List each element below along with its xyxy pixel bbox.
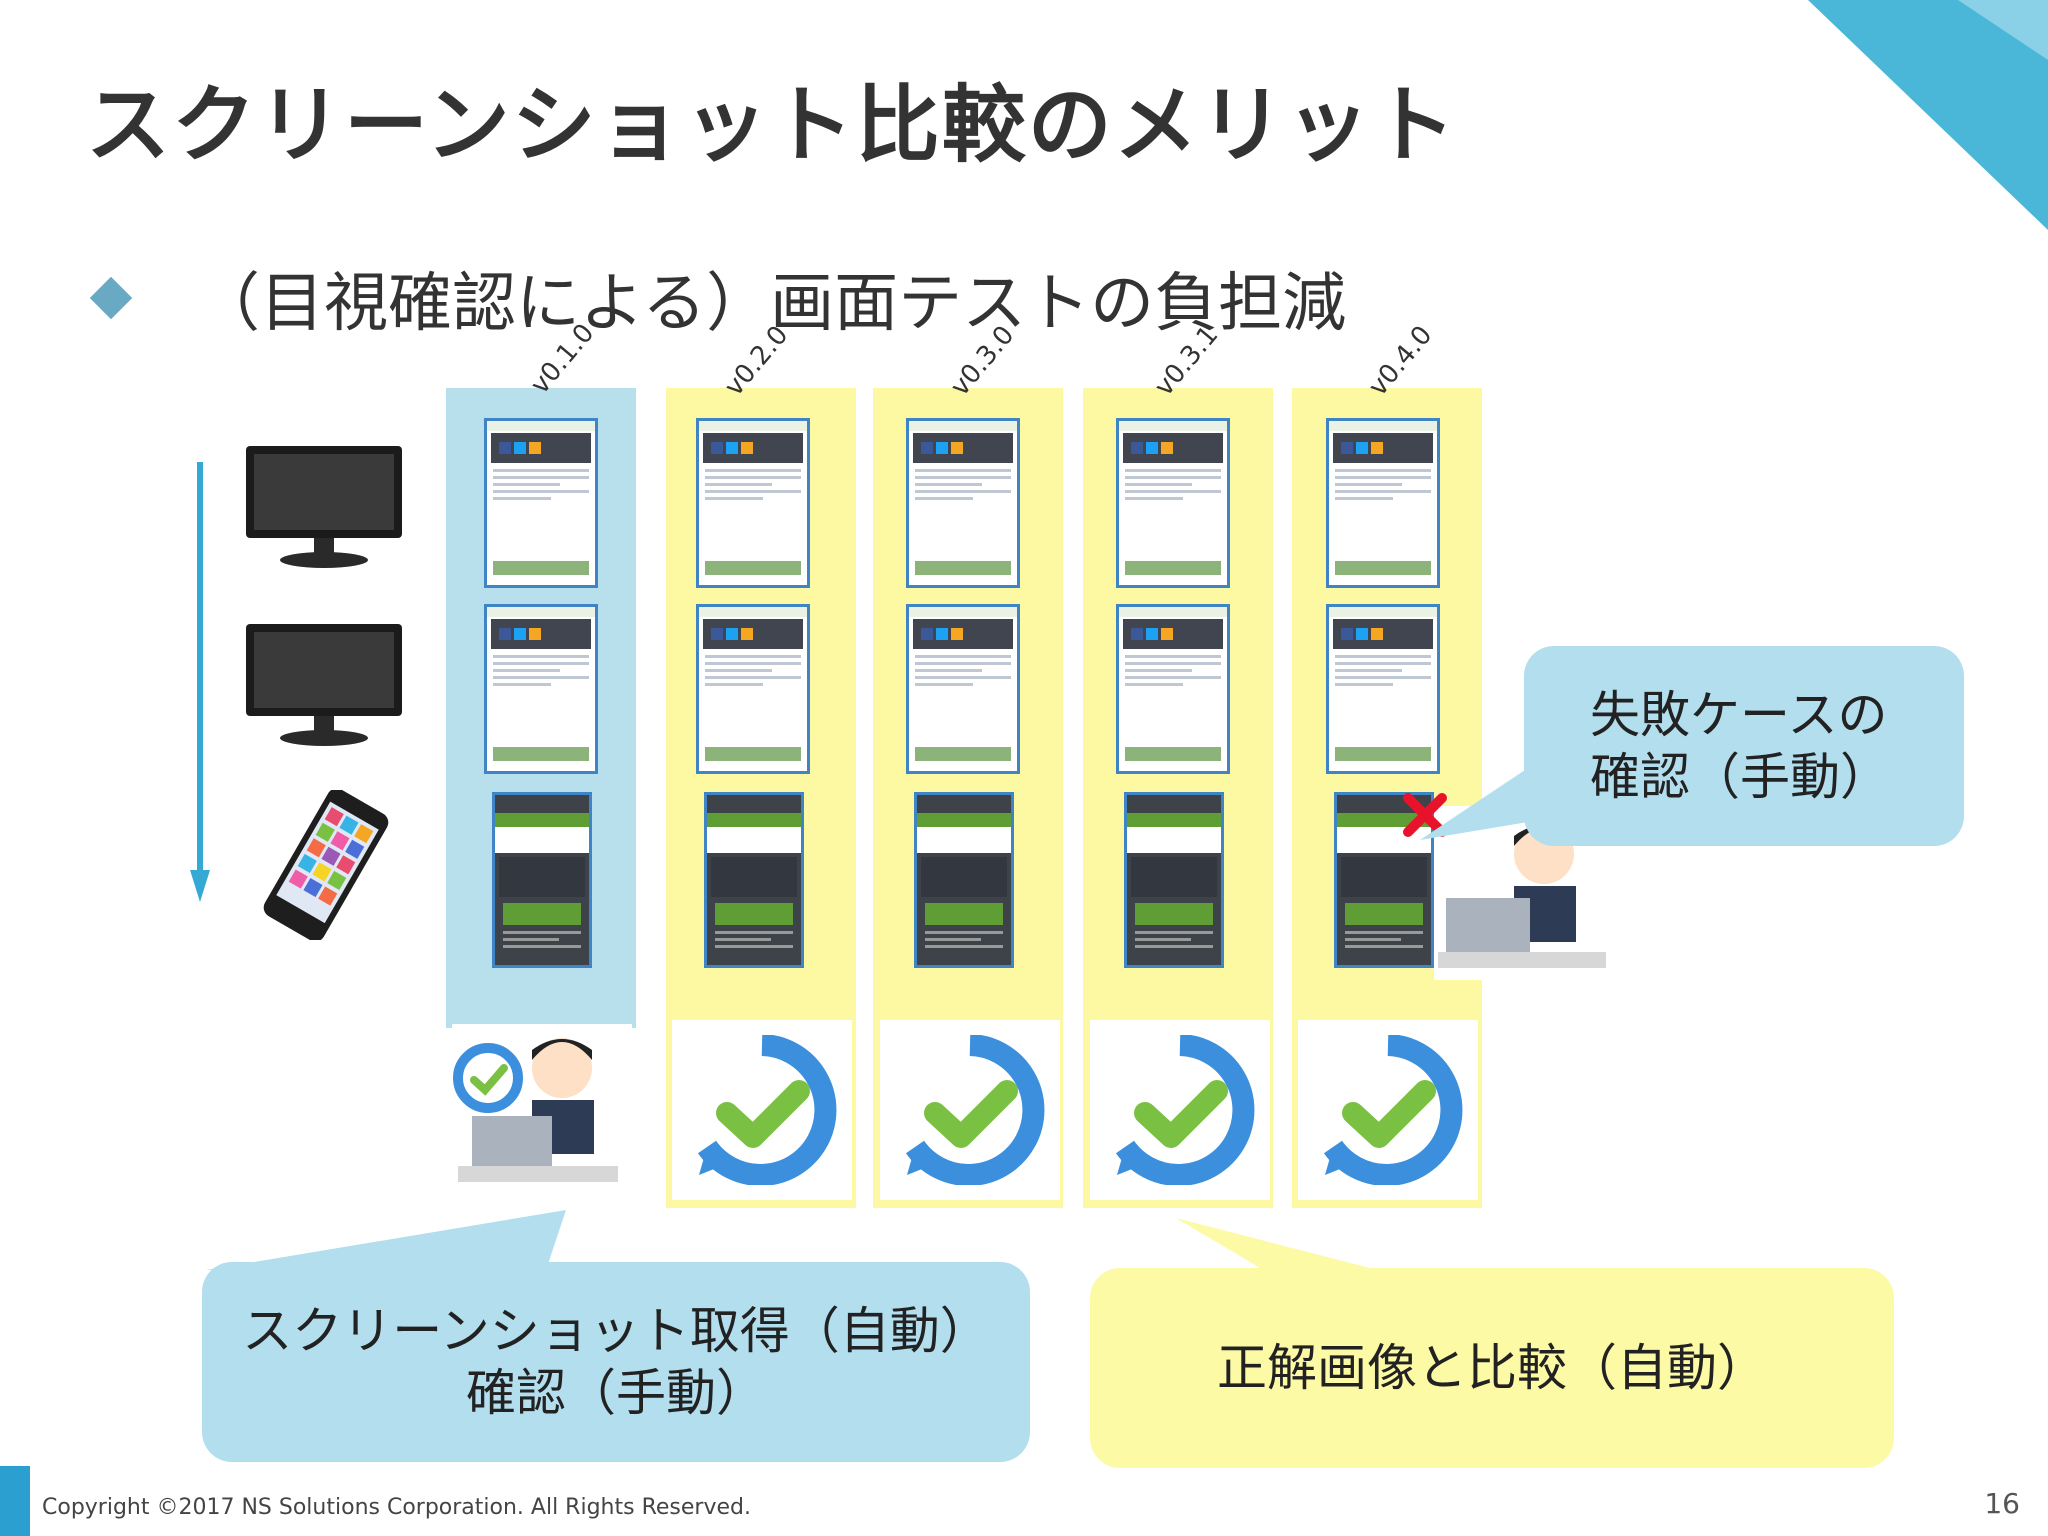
copyright: Copyright ©2017 NS Solutions Corporation… — [42, 1495, 751, 1520]
desktop-screenshot-thumbnail — [484, 418, 598, 588]
desktop-screenshot-thumbnail — [1116, 604, 1230, 774]
desktop-screenshot-thumbnail — [906, 418, 1020, 588]
monitor-icon — [246, 624, 402, 746]
desktop-screenshot-thumbnail — [1326, 604, 1440, 774]
mobile-screenshot-thumbnail — [1124, 792, 1224, 968]
bubble-screenshot-line2: 確認（手動） — [466, 1364, 766, 1422]
bullet-text: （目視確認による）画面テストの負担減 — [196, 267, 1347, 341]
bubble-tail — [206, 1210, 566, 1270]
down-arrow-icon — [190, 462, 210, 902]
check-icon — [1090, 1020, 1270, 1200]
corner-decoration — [1808, 0, 2048, 230]
mobile-screenshot-thumbnail — [1334, 792, 1434, 968]
desktop-screenshot-thumbnail — [484, 604, 598, 774]
monitor-icon — [246, 446, 402, 568]
bubble-screenshot-line1: スクリーンショット取得（自動） — [242, 1301, 990, 1360]
bubble-compare: 正解画像と比較（自動） — [1090, 1268, 1894, 1468]
page-number: 16 — [1984, 1487, 2020, 1520]
desktop-screenshot-thumbnail — [696, 604, 810, 774]
check-icon — [672, 1020, 852, 1200]
mobile-screenshot-thumbnail — [914, 792, 1014, 968]
smartphone-icon — [263, 790, 389, 940]
slide-title: スクリーンショット比較のメリット — [86, 76, 1458, 174]
person-laptop-icon — [452, 1024, 632, 1194]
desktop-screenshot-thumbnail — [1326, 418, 1440, 588]
desktop-screenshot-thumbnail — [696, 418, 810, 588]
bubble-tail — [1420, 760, 1540, 840]
bubble-fail-case: 失敗ケースの 確認（手動） — [1524, 646, 1964, 846]
check-icon — [1298, 1020, 1478, 1200]
bullet-row: （目視確認による）画面テストの負担減 — [89, 252, 1347, 344]
diamond-bullet-icon — [89, 276, 133, 320]
bubble-screenshot: スクリーンショット取得（自動） 確認（手動） — [202, 1262, 1030, 1462]
desktop-screenshot-thumbnail — [906, 604, 1020, 774]
mobile-screenshot-thumbnail — [704, 792, 804, 968]
check-icon — [880, 1020, 1060, 1200]
mobile-screenshot-thumbnail — [492, 792, 592, 968]
desktop-screenshot-thumbnail — [1116, 418, 1230, 588]
footer-accent — [0, 1466, 30, 1536]
fail-x-icon — [1403, 793, 1447, 837]
bubble-tail — [1176, 1218, 1370, 1268]
